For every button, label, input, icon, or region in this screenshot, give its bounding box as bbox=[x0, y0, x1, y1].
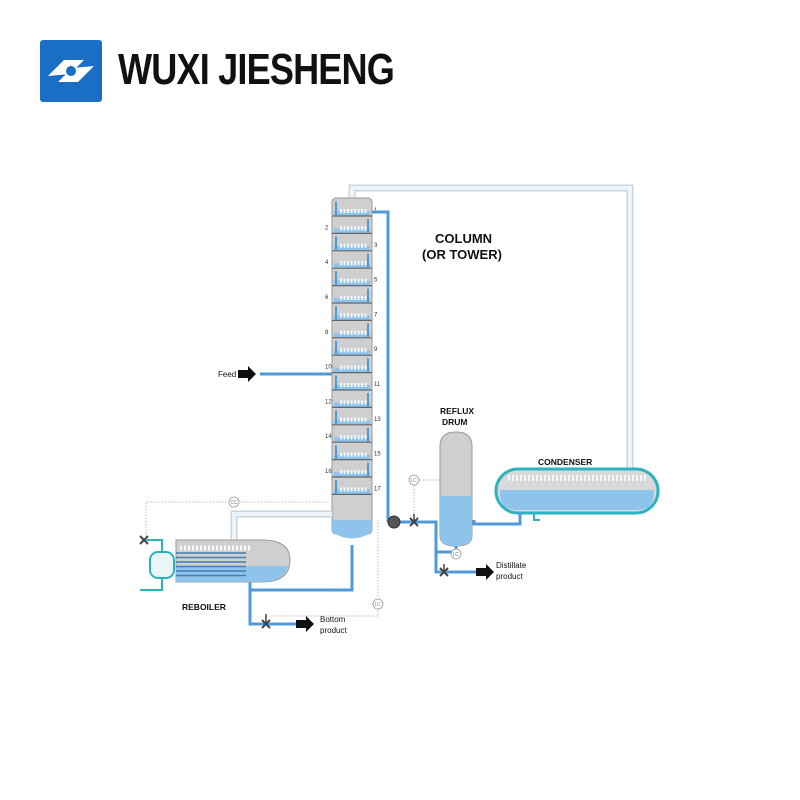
reboiler-label: REBOILER bbox=[182, 602, 226, 612]
controller-lc-bottoms: LC bbox=[375, 602, 382, 608]
brand-name: WUXI JIESHENG bbox=[118, 45, 395, 94]
column-tray bbox=[332, 393, 372, 408]
tray-number: 4 bbox=[325, 260, 329, 266]
column-tray bbox=[332, 306, 372, 321]
column-tray bbox=[332, 427, 372, 443]
distillate-arrow-icon bbox=[476, 564, 494, 580]
bottom-label-line2: product bbox=[320, 626, 347, 635]
tray-number: 15 bbox=[374, 452, 381, 458]
column-tray bbox=[332, 253, 372, 269]
bottom-product-line bbox=[248, 590, 296, 626]
reboiler-vapor-line bbox=[230, 510, 332, 540]
reboiler-tube-bundle bbox=[176, 552, 246, 577]
column-tray bbox=[332, 462, 372, 478]
column-label-line2: (OR TOWER) bbox=[422, 247, 502, 262]
distillate-line bbox=[434, 552, 478, 574]
tray-number: 9 bbox=[374, 347, 378, 353]
overhead-vapor-line bbox=[348, 184, 634, 468]
distillate-label-line2: product bbox=[496, 572, 523, 581]
column-tray bbox=[332, 445, 372, 461]
tray-number: 5 bbox=[374, 278, 378, 284]
steam-valve-icon bbox=[139, 535, 149, 545]
tray-number: 7 bbox=[374, 312, 378, 318]
reflux-drum-label-line2: DRUM bbox=[442, 417, 468, 427]
column-tray bbox=[332, 271, 372, 287]
tray-number: 10 bbox=[325, 365, 332, 371]
condenser-label: CONDENSER bbox=[538, 457, 592, 467]
column-tray bbox=[332, 219, 372, 234]
jiesheng-logo-icon bbox=[40, 40, 102, 102]
tray-number: 16 bbox=[325, 469, 332, 475]
controller-bubbles: CC LC LC LC bbox=[228, 474, 462, 610]
reboiler-channel-head bbox=[149, 551, 175, 579]
tray-number: 17 bbox=[374, 486, 381, 492]
tray-number: 3 bbox=[374, 243, 378, 249]
column-bottoms-line bbox=[248, 545, 354, 592]
tray-number: 2 bbox=[325, 225, 329, 231]
controller-cc-reboiler: CC bbox=[231, 500, 239, 506]
tray-number: 13 bbox=[374, 417, 381, 423]
tray-number: 11 bbox=[374, 382, 381, 388]
column-tray bbox=[332, 375, 372, 391]
column-tray bbox=[332, 236, 372, 252]
column-tray bbox=[332, 358, 372, 374]
reflux-line bbox=[372, 210, 390, 522]
tray-number: 12 bbox=[325, 399, 332, 405]
distillate-label-line1: Distillate bbox=[496, 561, 527, 570]
column-tray bbox=[332, 288, 372, 304]
reflux-pump-icon bbox=[387, 515, 401, 529]
controller-lc-reflux: LC bbox=[411, 478, 418, 484]
column-label-line1: COLUMN bbox=[435, 231, 492, 246]
tray-number: 8 bbox=[325, 330, 329, 336]
column-tray bbox=[332, 323, 372, 339]
column-tray bbox=[332, 410, 372, 426]
control-signal-lines bbox=[145, 479, 457, 617]
controller-lc-drum: LC bbox=[453, 552, 460, 558]
feed-label: Feed bbox=[218, 370, 236, 379]
column-tray bbox=[332, 201, 372, 217]
reflux-drum-label-line1: REFLUX bbox=[440, 406, 474, 416]
column-tray bbox=[332, 340, 372, 356]
tray-number: 14 bbox=[325, 434, 332, 440]
feed-arrow-icon bbox=[238, 366, 256, 382]
bottom-label-line1: Bottom bbox=[320, 615, 346, 624]
bottom-arrow-icon bbox=[296, 616, 314, 632]
column-tray bbox=[332, 480, 372, 495]
tray-number: 6 bbox=[325, 295, 329, 301]
